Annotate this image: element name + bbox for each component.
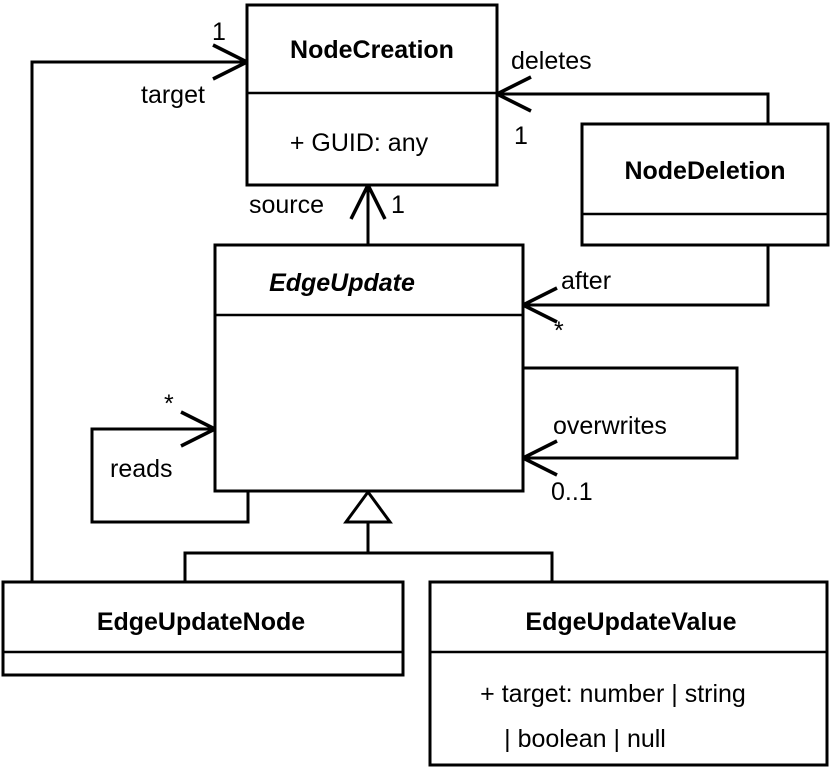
relation-reads[interactable]: reads * [90,390,250,524]
reads-multiplicity: * [164,390,174,418]
class-edge-update-value-attribute-1: | boolean | null [504,725,666,753]
relation-generalization[interactable] [183,489,554,582]
relation-overwrites[interactable]: overwrites 0..1 [519,366,739,506]
after-multiplicity: * [554,317,564,345]
relation-deletes[interactable]: deletes 1 [493,47,770,150]
target-multiplicity: 1 [212,18,226,46]
class-edge-update-node-box [1,580,405,677]
class-edge-update-node[interactable]: EdgeUpdateNode [1,580,405,677]
class-edge-update-box [213,243,525,493]
reads-line [90,427,250,524]
relation-after[interactable]: after * [519,245,770,345]
class-node-deletion-box [580,122,830,247]
class-node-creation-box [245,3,499,187]
class-edge-update-title: EdgeUpdate [269,269,415,297]
deletes-label: deletes [511,47,592,75]
deletes-line [497,92,770,124]
reads-label: reads [110,455,173,483]
source-multiplicity: 1 [391,191,405,219]
target-label: target [141,81,205,109]
class-edge-update-value[interactable]: EdgeUpdateValue + target: number | strin… [428,580,829,767]
source-label: source [249,191,324,219]
overwrites-multiplicity: 0..1 [551,478,593,506]
generalization-line [183,551,554,582]
class-node-creation-title: NodeCreation [290,36,454,64]
after-line [523,245,770,307]
class-edge-update[interactable]: EdgeUpdate [213,243,525,493]
class-edge-update-value-title: EdgeUpdateValue [525,608,736,636]
overwrites-label: overwrites [553,412,667,440]
relation-target[interactable]: target 1 [30,18,251,582]
class-edge-update-value-box [428,580,829,767]
generalization-triangle [343,489,393,524]
class-node-creation[interactable]: NodeCreation + GUID: any [245,3,499,187]
target-line [30,60,247,582]
class-edge-update-node-title: EdgeUpdateNode [97,608,305,636]
class-edge-update-value-attribute-0: + target: number | string [480,680,746,708]
relation-source[interactable]: source 1 [249,181,405,245]
after-label: after [561,267,611,295]
class-node-deletion-title: NodeDeletion [624,157,785,185]
deletes-multiplicity: 1 [514,122,528,150]
class-node-creation-attribute-0: + GUID: any [290,129,429,157]
overwrites-line [523,366,739,460]
class-node-deletion[interactable]: NodeDeletion [580,122,830,247]
